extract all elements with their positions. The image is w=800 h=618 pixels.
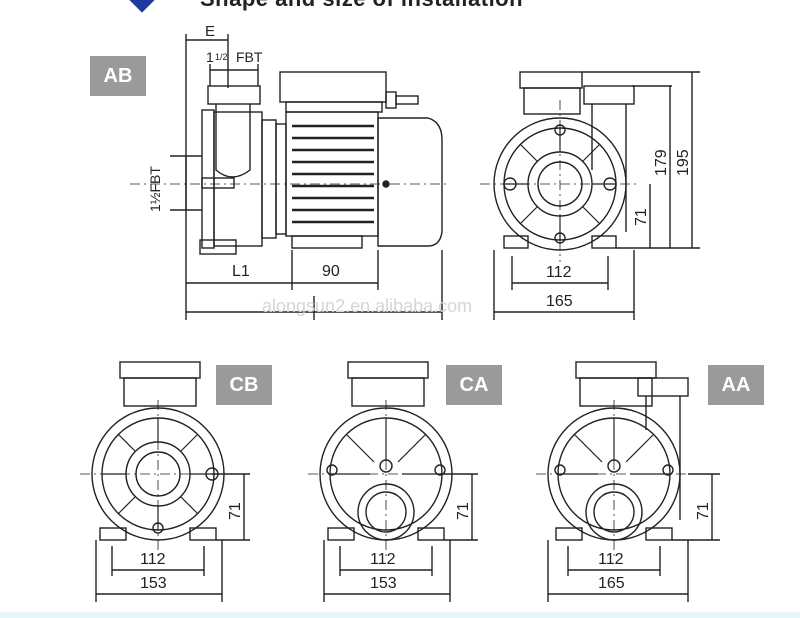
- dim-top-fbt-frac: 1/2: [215, 52, 228, 62]
- tag-ca: CA: [446, 365, 502, 405]
- dim-112-ca: 112: [370, 551, 396, 568]
- footer-divider: [0, 612, 800, 618]
- dim-165-aa: 165: [598, 575, 625, 592]
- ca-view: 71 112 153: [308, 361, 478, 602]
- tag-ab: AB: [90, 56, 146, 96]
- page-title: Shape and size of installation: [200, 0, 523, 12]
- dim-side-fbt: 1½FBT: [147, 166, 163, 212]
- dim-e: E: [205, 23, 215, 40]
- dim-179-ab: 179: [653, 149, 670, 176]
- dim-112-cb: 112: [140, 551, 166, 568]
- dim-71-ca: 71: [455, 502, 472, 520]
- cb-view: 71 112 153: [80, 361, 250, 602]
- ab-side-view: E 1 1/2 FBT 1½FBT: [130, 23, 450, 320]
- tag-aa: AA: [708, 365, 764, 405]
- aa-view: 71 112 165: [536, 361, 720, 602]
- ab-front-view: 71 179 195 112 165: [480, 71, 700, 320]
- dim-l1: L1: [232, 263, 250, 280]
- dim-top-fbt-whole: 1: [206, 49, 214, 65]
- dim-153-ca: 153: [370, 575, 397, 592]
- dim-71-aa: 71: [695, 502, 712, 520]
- dim-71-cb: 71: [227, 502, 244, 520]
- dim-195-ab: 195: [675, 149, 692, 176]
- dim-112-ab: 112: [546, 264, 572, 281]
- dim-153-cb: 153: [140, 575, 167, 592]
- dim-165-ab: 165: [546, 293, 573, 310]
- tag-cb: CB: [216, 365, 272, 405]
- dim-112-aa: 112: [598, 551, 624, 568]
- dim-90: 90: [322, 263, 340, 280]
- dim-top-fbt-suffix: FBT: [236, 49, 263, 65]
- dim-71-ab: 71: [633, 208, 650, 226]
- watermark: alongsun2.en.alibaba.com: [262, 296, 473, 316]
